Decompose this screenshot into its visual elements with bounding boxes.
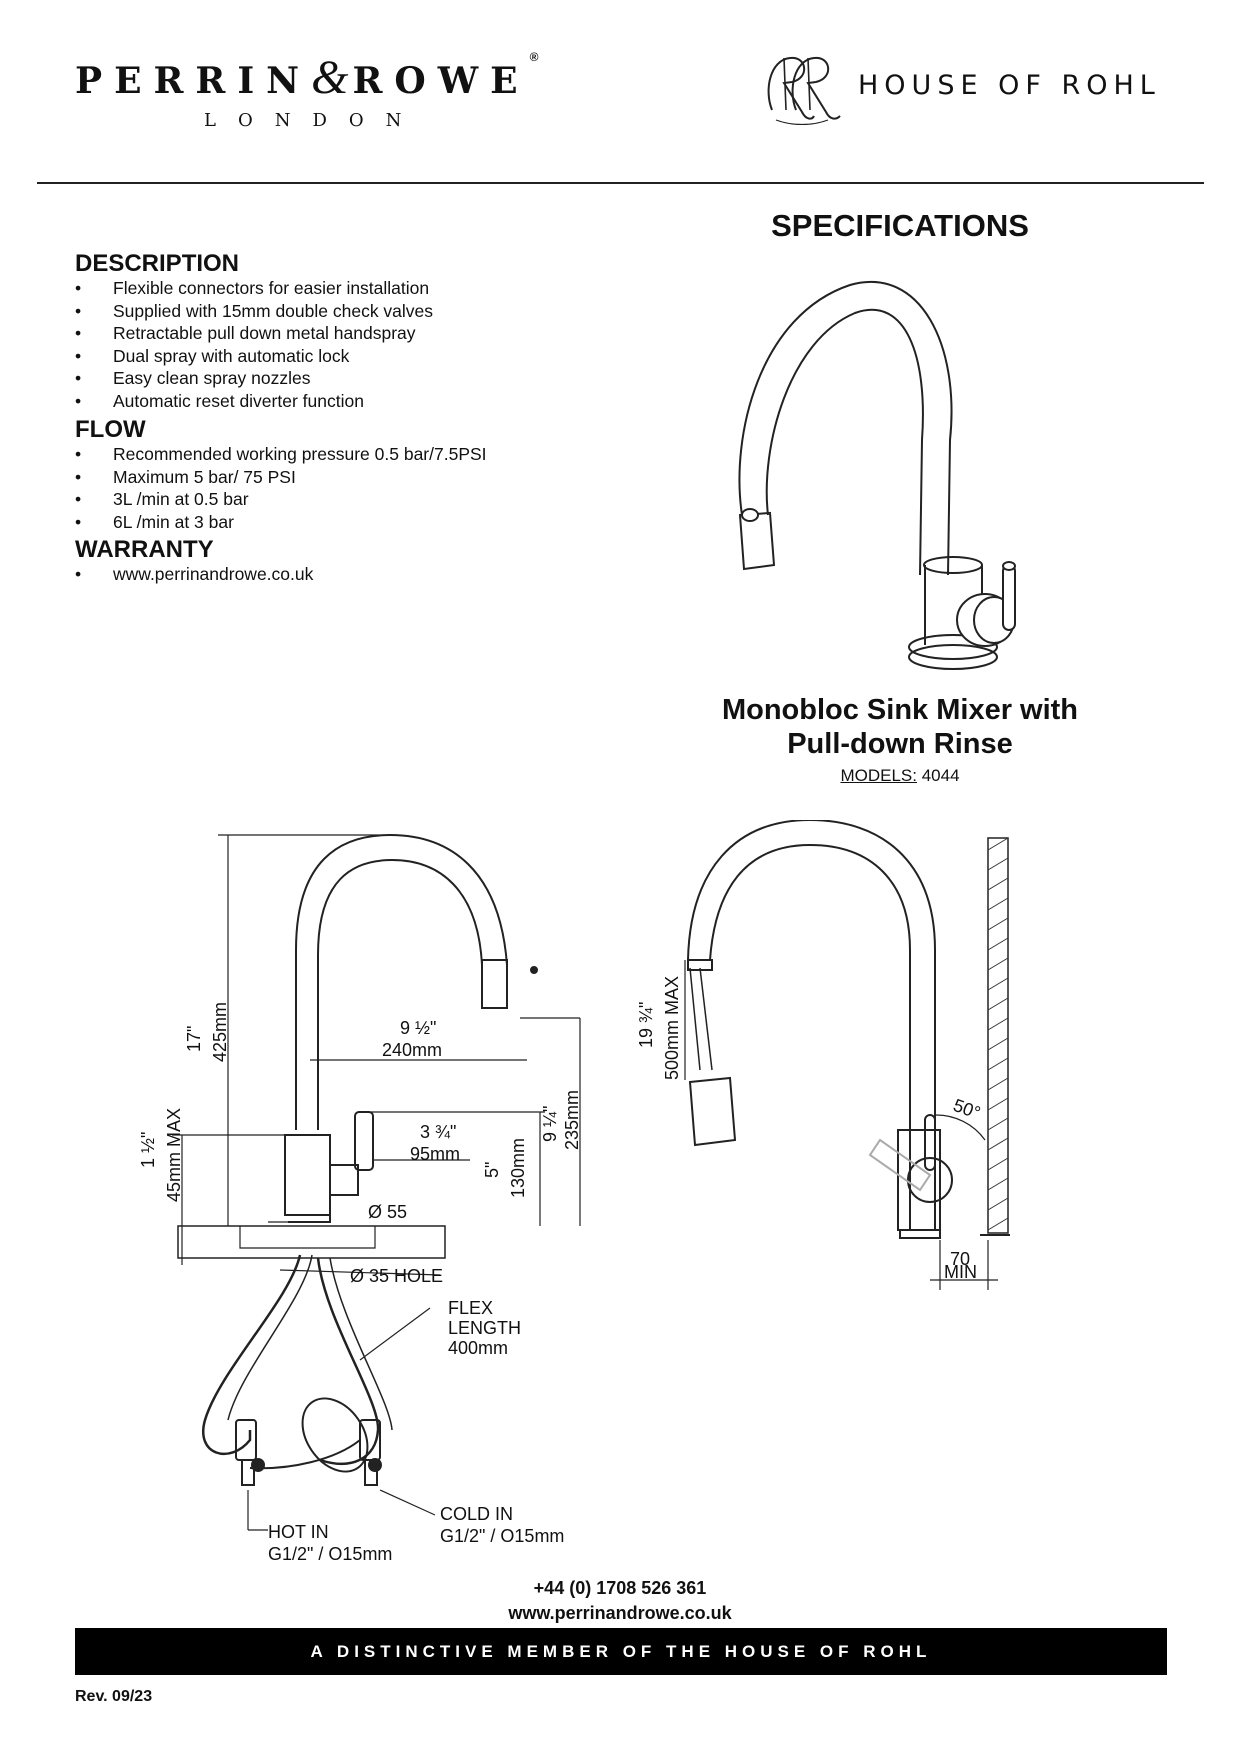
list-item: Supplied with 15mm double check valves (75, 300, 433, 323)
base-dia-label: Ø 55 (368, 1202, 407, 1222)
warranty-link[interactable]: www.perrinandrowe.co.uk (75, 563, 313, 586)
cold-in-spec: G1/2" / O15mm (440, 1526, 564, 1546)
brand-amp: & (311, 51, 353, 104)
spout-in-label: 9 ¼" (540, 1106, 560, 1142)
list-item: Recommended working pressure 0.5 bar/7.5… (75, 443, 487, 466)
hot-in-label: HOT IN (268, 1522, 329, 1542)
list-item: 3L /min at 0.5 bar (75, 488, 487, 511)
list-item: Easy clean spray nozzles (75, 367, 433, 390)
list-item: Dual spray with automatic lock (75, 345, 433, 368)
product-title-line-2: Pull-down Rinse (787, 728, 1013, 760)
brand-name-2: ROWE (352, 60, 530, 102)
body-mm-label: 130mm (508, 1138, 528, 1198)
body-in-label: 5" (482, 1162, 502, 1178)
header-rule (37, 182, 1204, 184)
models-label: MODELS: (840, 766, 917, 785)
list-item: Flexible connectors for easier installat… (75, 277, 433, 300)
list-item: Maximum 5 bar/ 75 PSI (75, 466, 487, 489)
hose-in-label: 19 ¾" (636, 1002, 656, 1048)
brand-sub: LONDON (204, 110, 424, 131)
hose-mm-label: 500mm MAX (662, 976, 682, 1080)
models-info: MODELS: 4044 (690, 766, 1110, 786)
contact-website[interactable]: www.perrinandrowe.co.uk (508, 1603, 732, 1623)
flex-label-1: FLEX (448, 1298, 493, 1318)
angle-label: 50° (951, 1095, 983, 1123)
product-title-line-1: Monobloc Sink Mixer with (721, 694, 1079, 726)
models-value: 4044 (921, 766, 960, 785)
flow-list: Recommended working pressure 0.5 bar/7.5… (75, 443, 487, 533)
contact-phone: +44 (0) 1708 526 361 (533, 1578, 707, 1598)
flow-heading: FLOW (75, 416, 146, 443)
clearance-value: 70 (950, 1249, 970, 1269)
house-of-rohl-monogram (767, 56, 841, 125)
registered-mark: ® (529, 50, 539, 64)
list-item: 6L /min at 3 bar (75, 511, 487, 534)
list-item: Automatic reset diverter function (75, 390, 433, 413)
spout-mm-label: 235mm (562, 1090, 582, 1150)
reach-in-label: 9 ½" (400, 1018, 436, 1038)
height-mm-label: 425mm (210, 1002, 230, 1062)
technical-drawing: 17" 425mm 9 ½" 240mm 3 ¾" 95mm 9 ¼" 235m… (138, 820, 1010, 1564)
cold-in-label: COLD IN (440, 1504, 513, 1524)
warranty-list: www.perrinandrowe.co.uk (75, 563, 313, 586)
description-heading: DESCRIPTION (75, 250, 240, 277)
reach-mm-label: 240mm (382, 1040, 442, 1060)
footer-banner: A DISTINCTIVE MEMBER OF THE HOUSE OF ROH… (75, 1628, 1167, 1675)
brand-name-1: PERRIN (75, 60, 312, 102)
deck-in-label: 1 ½" (138, 1132, 158, 1168)
page-title: SPECIFICATIONS (771, 208, 1029, 243)
lever-in-label: 3 ¾" (420, 1122, 456, 1142)
revision-label: Rev. 09/23 (75, 1688, 153, 1705)
group-name: HOUSE OF ROHL (858, 70, 1161, 101)
hot-in-spec: G1/2" / O15mm (268, 1544, 392, 1564)
list-item: Retractable pull down metal handspray (75, 322, 433, 345)
description-list: Flexible connectors for easier installat… (75, 277, 433, 413)
deck-mm-label: 45mm MAX (164, 1108, 184, 1202)
flex-label-2: LENGTH (448, 1318, 521, 1338)
brand-logo: PERRIN&ROWE® (75, 50, 538, 105)
lever-mm-label: 95mm (410, 1144, 460, 1164)
flex-label-3: 400mm (448, 1338, 508, 1358)
warranty-heading: WARRANTY (75, 536, 214, 563)
hole-dia-label: Ø 35 HOLE (350, 1266, 443, 1286)
tap-illustration (738, 280, 1016, 670)
product-title: Monobloc Sink Mixer with Pull-down Rinse (690, 693, 1110, 761)
height-in-label: 17" (184, 1026, 204, 1052)
clearance-unit: MIN (944, 1262, 977, 1282)
